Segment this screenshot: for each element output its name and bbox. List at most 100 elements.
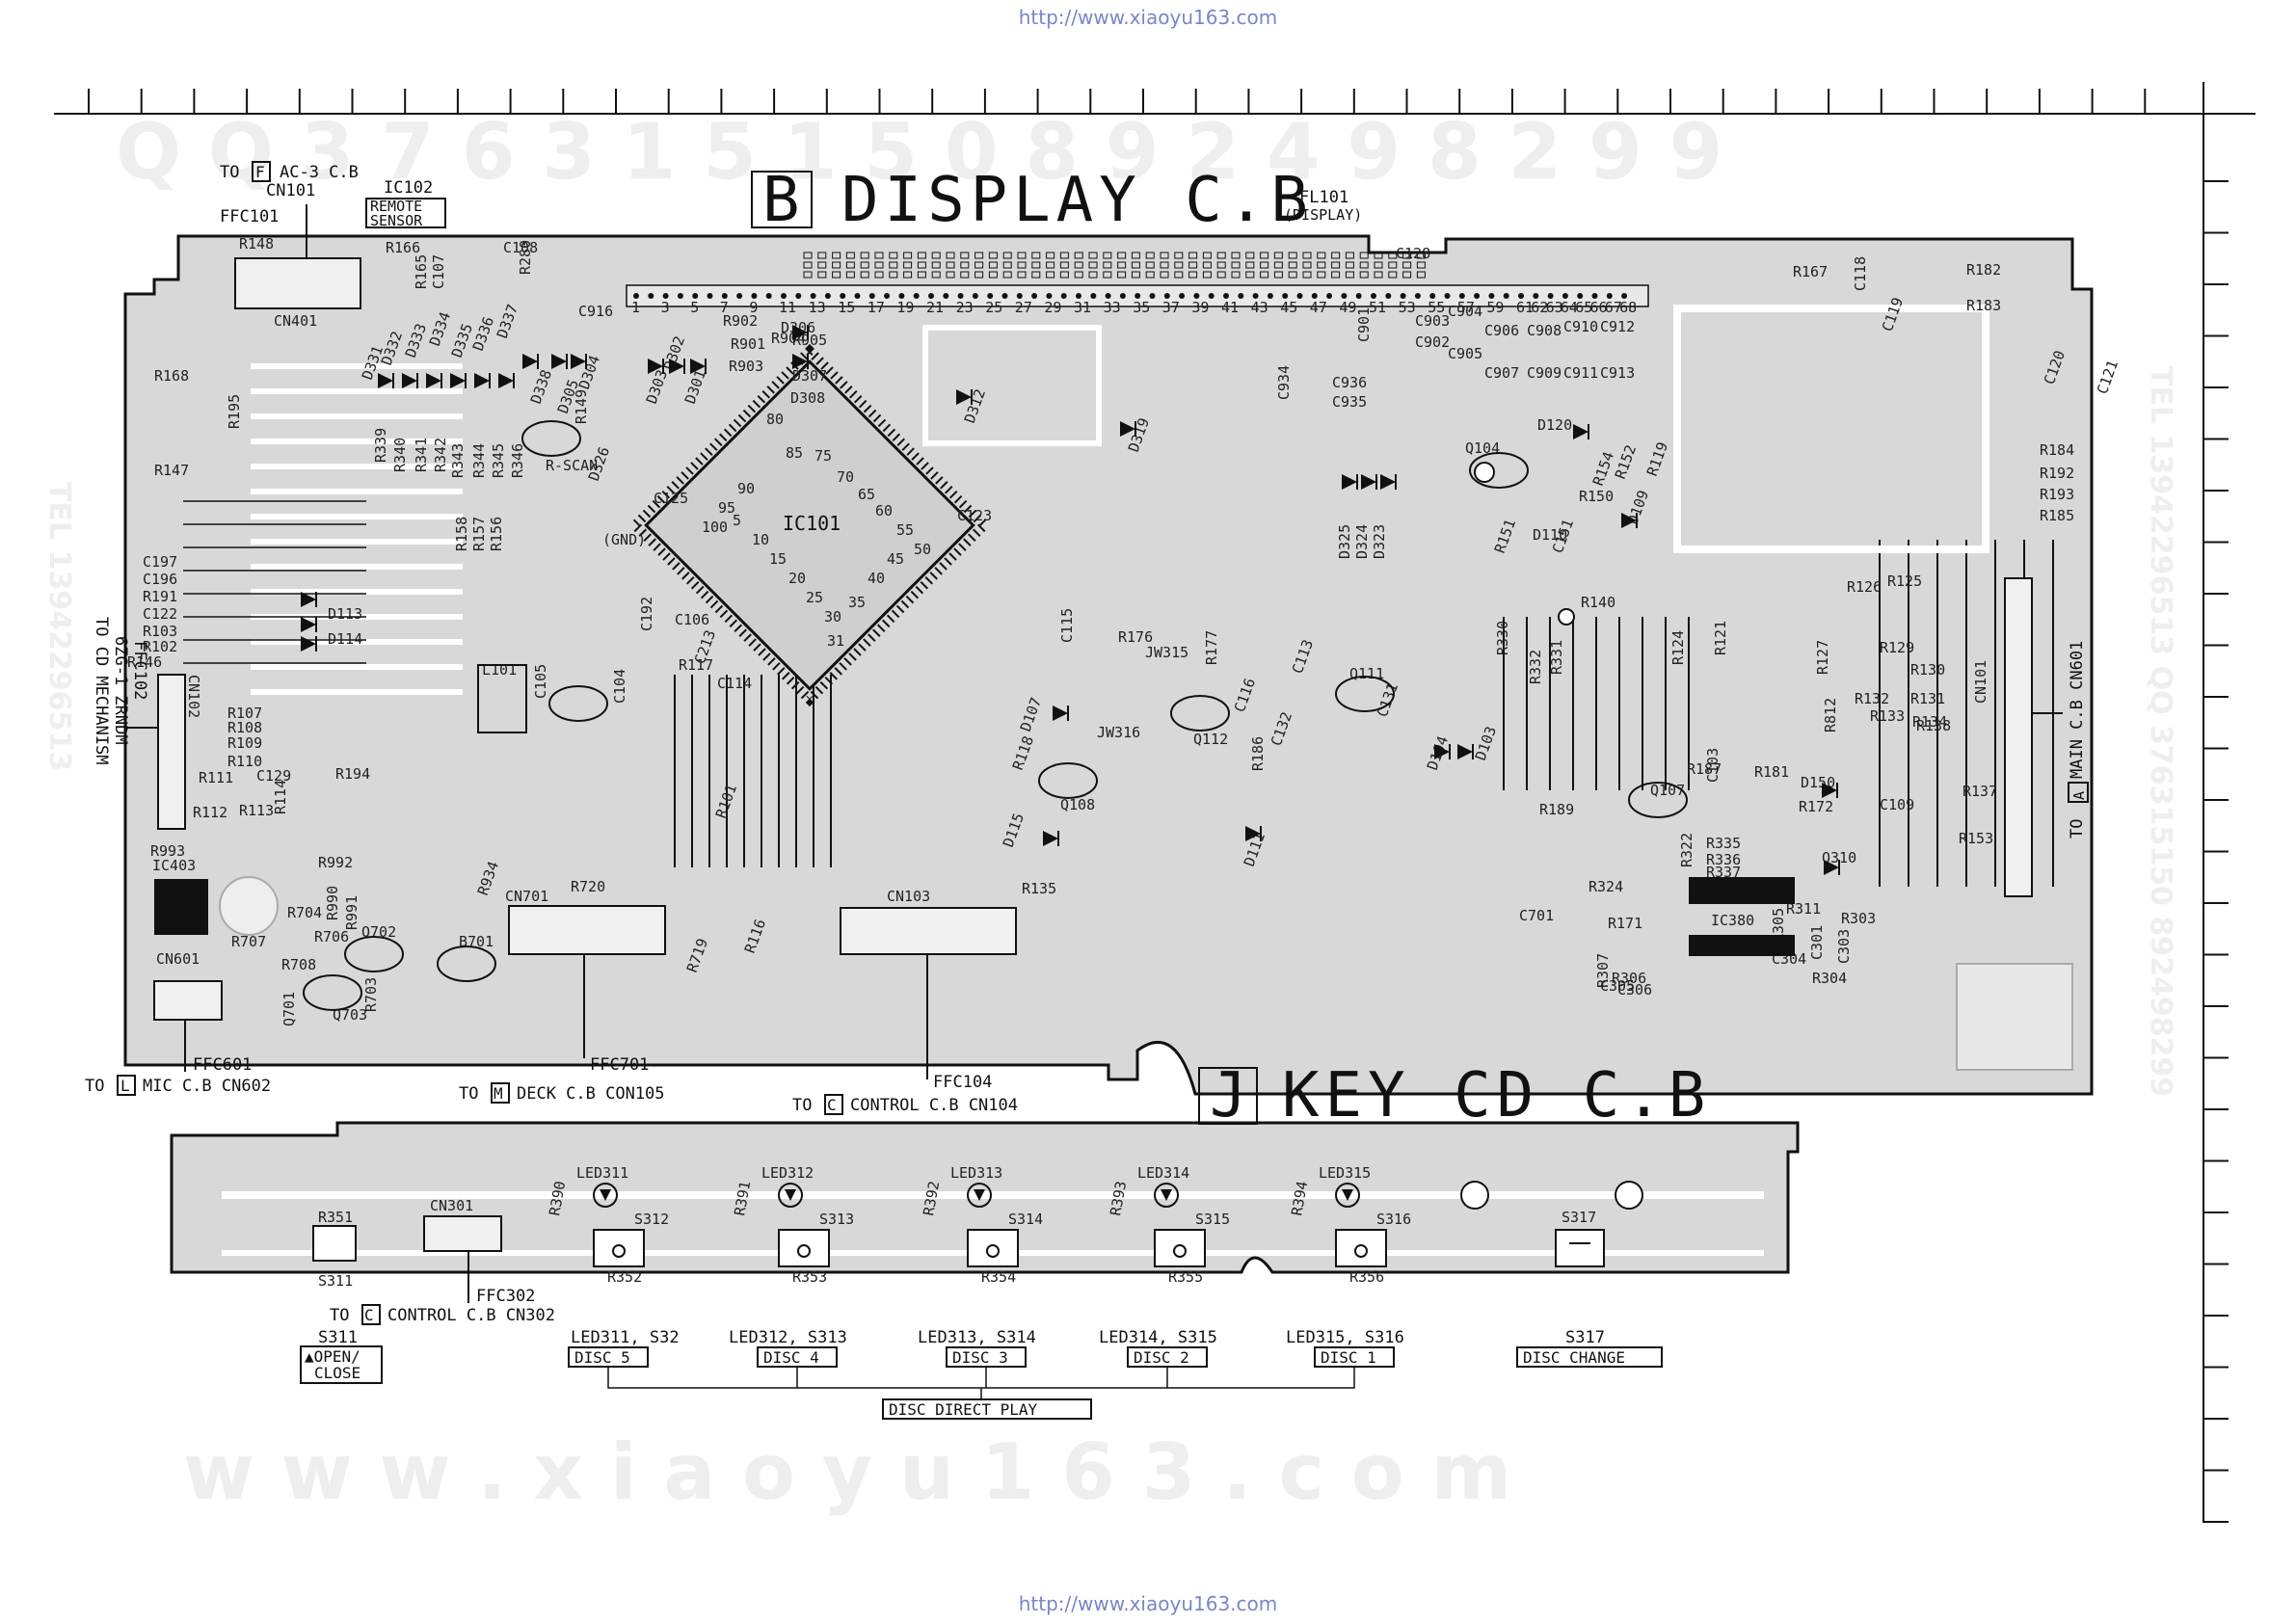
display-board-outline xyxy=(123,234,2094,1096)
to-control104-letter: C xyxy=(827,1096,837,1114)
func-direct-box xyxy=(882,1398,1092,1420)
fl101-pin-31: 31 xyxy=(1074,299,1091,316)
part-r156: R156 xyxy=(488,517,505,551)
part-d114: D114 xyxy=(328,630,362,648)
part-r991: R991 xyxy=(343,895,360,930)
part-r187: R187 xyxy=(1687,760,1722,778)
to-ac3-letter-box xyxy=(252,161,271,182)
ic101-pin-45: 45 xyxy=(887,550,904,568)
part-r993: R993 xyxy=(150,842,185,860)
function-legend: S311 ▲OPEN/ CLOSE LED311, S32 DISC 5 LED… xyxy=(300,1328,1663,1420)
display-board-letter: B xyxy=(762,165,806,236)
fl101-pin-25: 25 xyxy=(985,299,1002,316)
fl101-pin-33: 33 xyxy=(1104,299,1121,316)
part-r131: R131 xyxy=(1910,690,1945,707)
part-r153: R153 xyxy=(1959,830,1993,847)
func-open-top: S311 xyxy=(318,1328,358,1347)
part-r127: R127 xyxy=(1814,640,1831,675)
key-led315: LED315 xyxy=(1319,1164,1371,1182)
part-r311: R311 xyxy=(1786,900,1821,918)
part-c303: C303 xyxy=(1835,929,1853,964)
key-r394: R394 xyxy=(1288,1180,1311,1217)
fl101-pin-29: 29 xyxy=(1044,299,1061,316)
key-switches: R351S311LED311R390S312R352LED312R391S313… xyxy=(312,1164,1605,1290)
to-control302-to: TO xyxy=(330,1306,349,1325)
part-q112: Q112 xyxy=(1193,731,1228,748)
part-r191: R191 xyxy=(143,588,177,605)
ic102-desc2: SENSOR xyxy=(370,212,423,229)
fl101-name: FL101 xyxy=(1299,188,1348,207)
ic101-chip xyxy=(627,343,992,707)
part-c910: C910 xyxy=(1563,318,1598,335)
part-c934: C934 xyxy=(1275,365,1293,400)
to-mic-letter-box xyxy=(117,1075,136,1096)
fl101-pin-43: 43 xyxy=(1251,299,1268,316)
key-led314: LED314 xyxy=(1137,1164,1189,1182)
part-c192: C192 xyxy=(638,597,655,631)
to-mech-line1: TO CD MECHANISM xyxy=(92,617,111,765)
part-q703: Q703 xyxy=(333,1006,367,1024)
part-r182: R182 xyxy=(1966,261,2001,279)
key-s313: S313 xyxy=(819,1211,854,1228)
to-ac3-rest: AC-3 C.B xyxy=(280,163,359,182)
cn701-label: CN701 xyxy=(505,888,548,905)
part-c196: C196 xyxy=(143,571,177,588)
ic101-pin-65: 65 xyxy=(858,486,875,503)
ic101-pin-30: 30 xyxy=(824,608,841,626)
fl101-pin-65: 65 xyxy=(1575,299,1592,316)
part-r138: R138 xyxy=(1916,717,1951,734)
part-r186: R186 xyxy=(1249,736,1267,771)
part-r708: R708 xyxy=(281,956,316,973)
part-r167: R167 xyxy=(1793,263,1828,280)
key-r353: R353 xyxy=(792,1268,827,1286)
part-c125: C125 xyxy=(654,490,688,507)
ic101-pin-25: 25 xyxy=(806,589,823,606)
part-r134: R134 xyxy=(1912,713,1947,731)
part-r130: R130 xyxy=(1910,661,1945,679)
to-mic-connector: CN601 FFC601 TO L MIC C.B CN602 xyxy=(85,950,271,1096)
part-gnd: (GND) xyxy=(602,531,646,548)
part-d325: D325 xyxy=(1336,524,1353,559)
ic101-pin-35: 35 xyxy=(848,594,866,611)
to-control302-connector: CN301 FFC302 TO C CONTROL C.B CN302 xyxy=(330,1197,555,1325)
part-r165: R165 xyxy=(413,254,430,289)
part-r107: R107 xyxy=(227,705,262,722)
part-c907: C907 xyxy=(1484,364,1519,382)
func-disc1-label: DISC 1 xyxy=(1321,1348,1376,1367)
func-disc4-label: DISC 4 xyxy=(763,1348,819,1367)
fl101-pin-23: 23 xyxy=(956,299,974,316)
part-r158: R158 xyxy=(453,517,470,551)
key-led312: LED312 xyxy=(761,1164,814,1182)
part-r704: R704 xyxy=(287,904,322,921)
part-r149: R149 xyxy=(573,389,590,424)
part-r108: R108 xyxy=(227,719,262,736)
part-jw316: JW316 xyxy=(1097,724,1140,741)
to-control104-connector: CN103 FFC104 TO C CONTROL C.B CN104 xyxy=(792,888,1018,1115)
part-r335: R335 xyxy=(1706,835,1741,852)
fl101-pin-5: 5 xyxy=(690,299,699,316)
part-r140: R140 xyxy=(1581,594,1615,611)
part-r176: R176 xyxy=(1118,628,1153,646)
part-r157: R157 xyxy=(470,517,488,551)
part-r707: R707 xyxy=(231,933,266,950)
to-control302-ffc: FFC302 xyxy=(476,1287,535,1306)
ic101-pin-70: 70 xyxy=(837,468,854,486)
part-c105: C105 xyxy=(532,664,549,699)
part-d120: D120 xyxy=(1537,416,1572,434)
fl101-pin-1: 1 xyxy=(631,299,640,316)
part-r720: R720 xyxy=(571,878,605,895)
part-r117: R117 xyxy=(679,656,713,674)
key-s314: S314 xyxy=(1008,1211,1043,1228)
func-change-box xyxy=(1516,1346,1663,1368)
part-r812: R812 xyxy=(1822,698,1839,732)
to-deck-rest: DECK C.B CON105 xyxy=(517,1084,665,1104)
part-r905: R905 xyxy=(792,332,827,349)
to-ac3-to: TO xyxy=(220,163,239,182)
func-disc2-top: LED314, S315 xyxy=(1099,1328,1217,1347)
part-r133: R133 xyxy=(1870,707,1905,725)
key-r354: R354 xyxy=(981,1268,1016,1286)
part-r192: R192 xyxy=(2040,465,2074,482)
part-r113: R113 xyxy=(239,802,274,819)
key-r392: R392 xyxy=(920,1180,943,1217)
